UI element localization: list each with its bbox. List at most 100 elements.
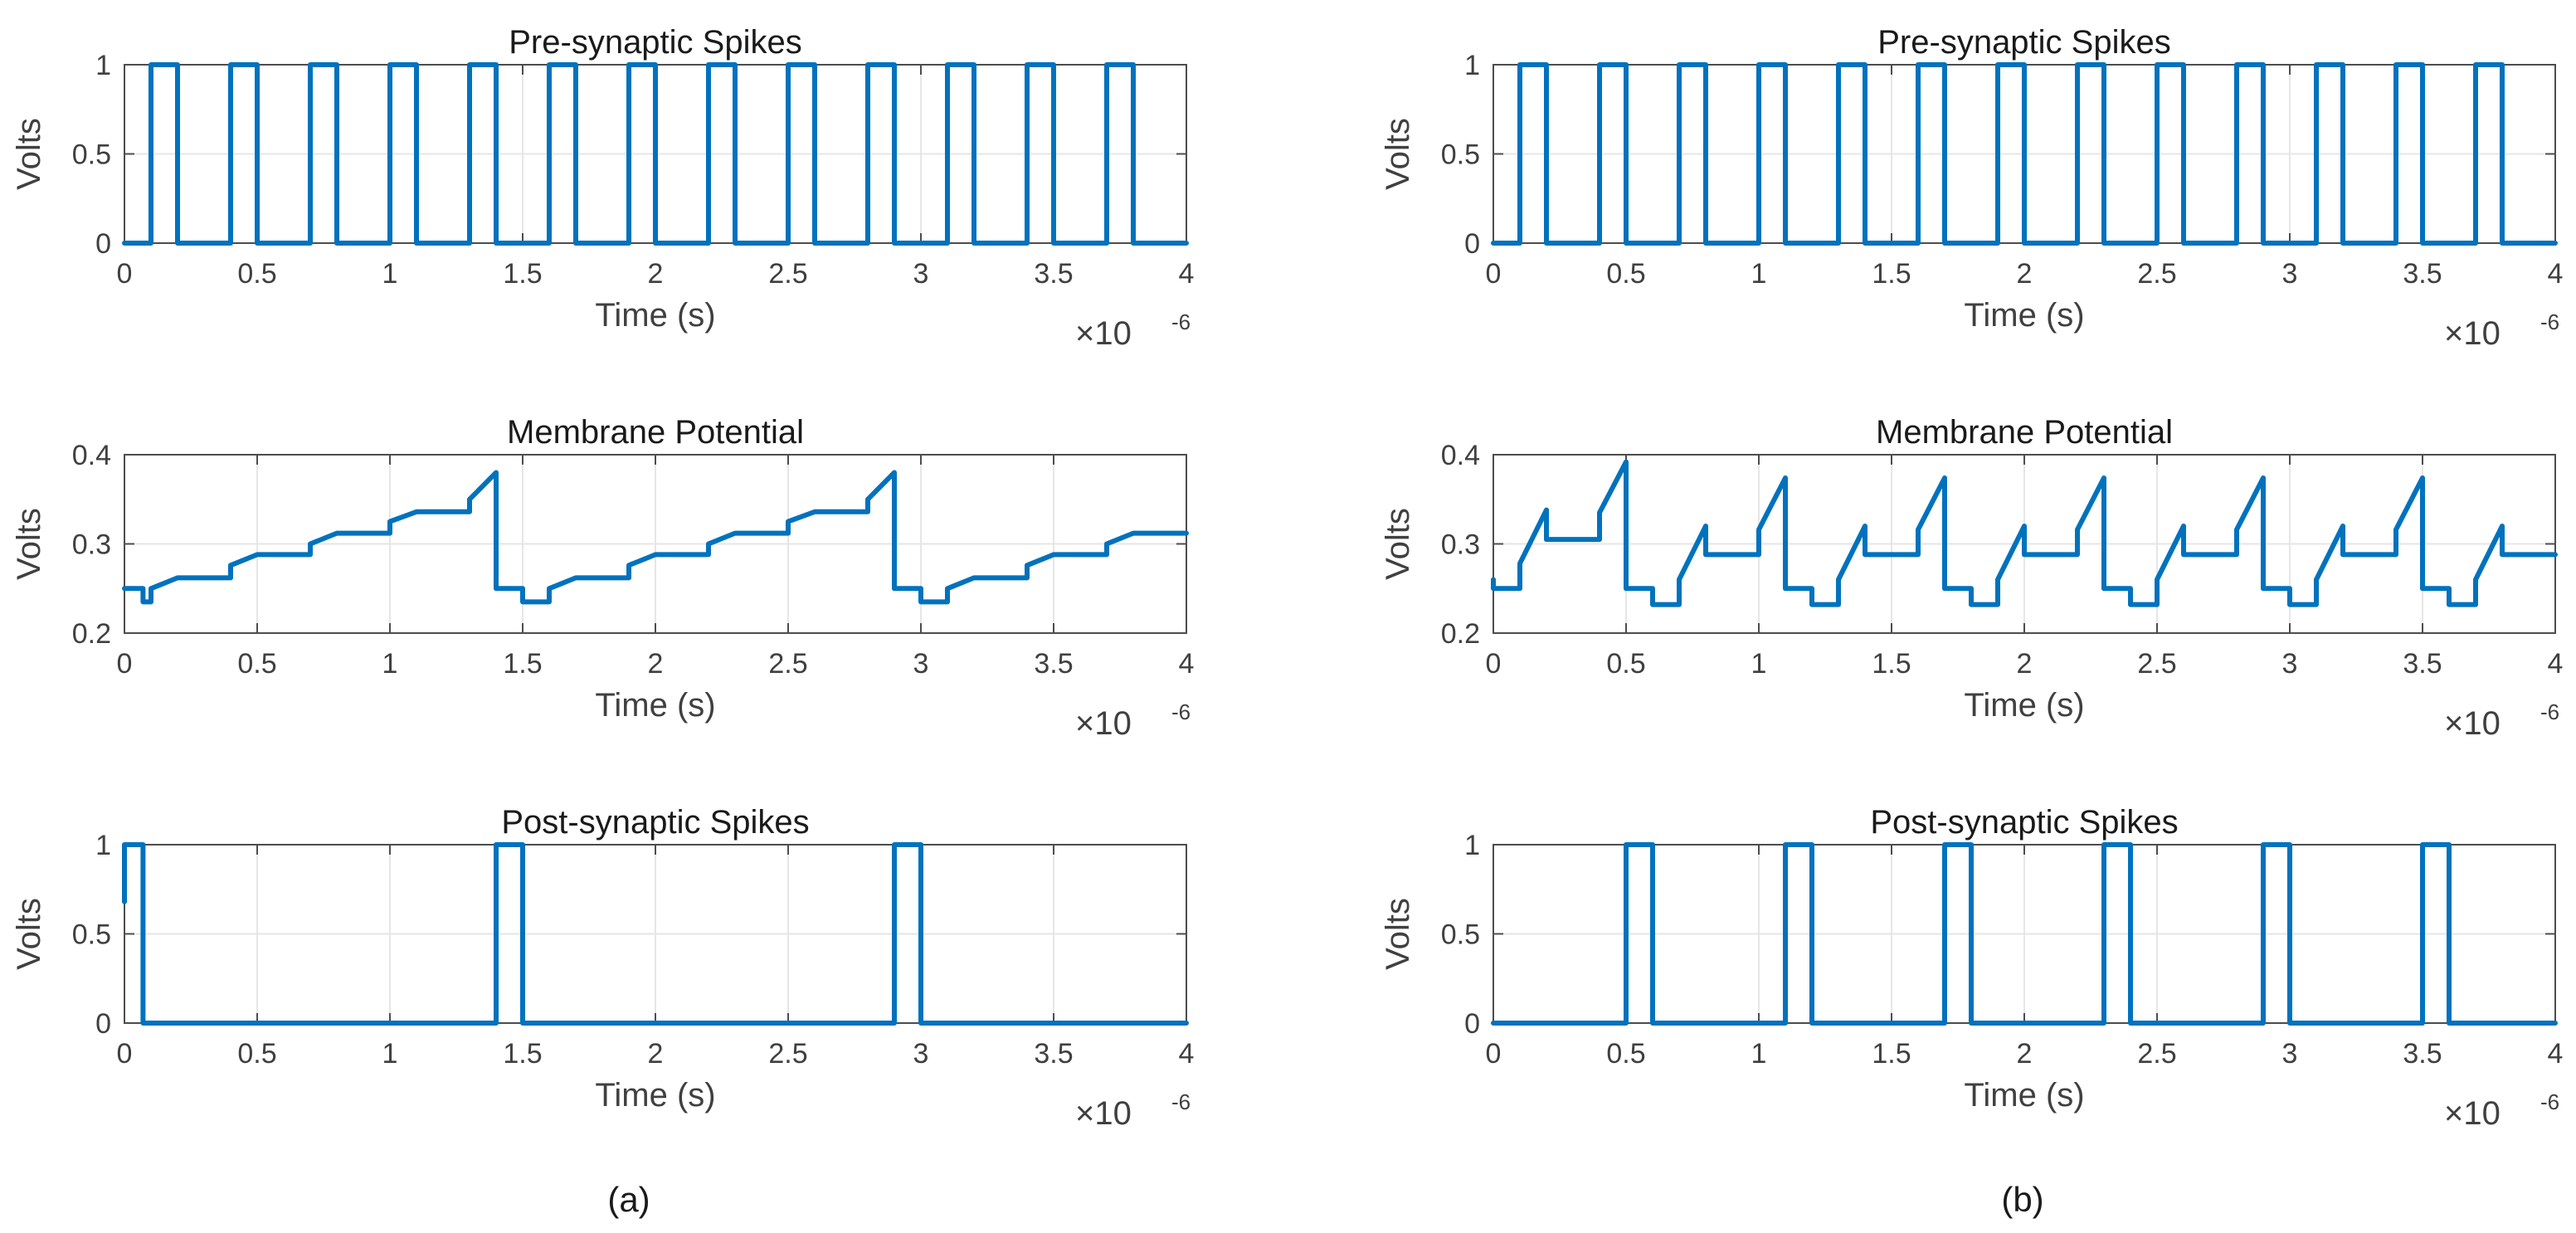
series-line-1: [1491, 459, 2558, 607]
x-tick-label: 4: [1179, 648, 1195, 680]
y-tick-label: 0.3: [72, 529, 111, 561]
y-tick-label: 1: [95, 50, 111, 81]
x-tick-label: 0: [117, 1038, 133, 1070]
series-line-1: [1491, 62, 2558, 246]
y-tick-label: 0: [95, 1008, 111, 1040]
x-tick-label: 1: [382, 648, 398, 680]
y-tick-label: 0: [1464, 1008, 1480, 1040]
x-tick-label: 2.5: [2137, 648, 2176, 680]
series-line-1: [122, 62, 1189, 246]
chart-title: Membrane Potential: [1876, 414, 2173, 451]
x-tick-label: 3: [913, 1038, 929, 1070]
x-multiplier-exponent: -6: [2540, 699, 2559, 724]
x-multiplier-exponent: -6: [1171, 1089, 1191, 1114]
x-tick-label: 4: [2548, 258, 2564, 290]
x-tick-label: 0.5: [237, 258, 276, 290]
x-tick-label: 4: [2548, 1038, 2564, 1070]
x-tick-label: 2: [2017, 1038, 2033, 1070]
y-tick-label: 0.5: [1441, 919, 1480, 951]
x-axis-label: Time (s): [1964, 1077, 2084, 1114]
x-tick-label: 2.5: [768, 1038, 807, 1070]
x-axis-label: Time (s): [595, 297, 715, 334]
x-tick-label: 0: [117, 648, 133, 680]
x-tick-label: 4: [1179, 258, 1195, 290]
x-tick-label: 1.5: [503, 1038, 542, 1070]
caption-a: (a): [607, 1180, 650, 1219]
x-tick-label: 3.5: [2403, 648, 2442, 680]
x-tick-label: 3.5: [2403, 258, 2442, 290]
y-tick-label: 0.4: [1441, 440, 1480, 471]
x-tick-label: 1.5: [503, 648, 542, 680]
y-tick-label: 0.4: [72, 440, 111, 471]
series-line-1: [122, 842, 1189, 1026]
x-tick-label: 4: [2548, 648, 2564, 680]
x-tick-label: 1: [1751, 648, 1767, 680]
x-tick-label: 2: [648, 1038, 664, 1070]
x-tick-label: 0.5: [237, 1038, 276, 1070]
x-tick-label: 3.5: [1034, 1038, 1073, 1070]
x-tick-label: 1: [382, 258, 398, 290]
y-tick-label: 0: [1464, 228, 1480, 260]
x-tick-label: 1.5: [1872, 648, 1911, 680]
x-tick-label: 4: [1179, 1038, 1195, 1070]
x-multiplier: ×10: [2444, 315, 2501, 352]
x-tick-label: 3: [913, 258, 929, 290]
x-tick-label: 2.5: [2137, 258, 2176, 290]
x-axis-label: Time (s): [1964, 297, 2084, 334]
chart-title: Membrane Potential: [507, 414, 804, 451]
x-tick-label: 0.5: [1606, 648, 1645, 680]
x-tick-label: 1: [1751, 258, 1767, 290]
x-tick-label: 0: [1486, 1038, 1502, 1070]
y-axis-label: Volts: [11, 508, 47, 580]
x-tick-label: 3.5: [1034, 648, 1073, 680]
x-tick-label: 0.5: [1606, 1038, 1645, 1070]
x-tick-label: 1: [1751, 1038, 1767, 1070]
y-tick-label: 0.2: [1441, 618, 1480, 650]
chart-title: Post-synaptic Spikes: [501, 804, 809, 841]
x-tick-label: 3.5: [1034, 258, 1073, 290]
series-line-1: [122, 470, 1189, 605]
x-tick-label: 0: [1486, 648, 1502, 680]
y-axis-label: Volts: [1380, 118, 1416, 190]
x-axis-label: Time (s): [1964, 687, 2084, 724]
x-multiplier: ×10: [1075, 315, 1132, 352]
x-tick-label: 1: [382, 1038, 398, 1070]
x-tick-label: 2: [648, 258, 664, 290]
chart-title: Pre-synaptic Spikes: [1877, 24, 2170, 61]
x-multiplier: ×10: [2444, 705, 2501, 742]
y-tick-label: 0.5: [72, 139, 111, 171]
x-tick-label: 0: [117, 258, 133, 290]
x-axis-label: Time (s): [595, 1077, 715, 1114]
y-tick-label: 0.5: [1441, 139, 1480, 171]
x-tick-label: 1.5: [1872, 258, 1911, 290]
x-tick-label: 1.5: [1872, 1038, 1911, 1070]
y-axis-label: Volts: [1380, 898, 1416, 970]
x-tick-label: 0: [1486, 258, 1502, 290]
x-tick-label: 0.5: [1606, 258, 1645, 290]
series-line-1: [1491, 842, 2558, 1026]
y-axis-label: Volts: [11, 898, 47, 970]
x-multiplier: ×10: [1075, 705, 1132, 742]
panels: 0 0.5 1 1.5 2 2.5 3 3.5 4 0 0.5 1 Pre-synaptic Spike…: [11, 24, 2563, 1132]
x-tick-label: 3: [2282, 1038, 2298, 1070]
x-tick-label: 2.5: [768, 258, 807, 290]
y-tick-label: 0.3: [1441, 529, 1480, 561]
y-tick-label: 0.5: [72, 919, 111, 951]
x-tick-label: 2.5: [2137, 1038, 2176, 1070]
x-tick-label: 2: [648, 648, 664, 680]
chart-title: Pre-synaptic Spikes: [509, 24, 801, 61]
x-multiplier-exponent: -6: [2540, 309, 2559, 334]
y-tick-label: 1: [1464, 50, 1480, 81]
y-tick-label: 1: [1464, 830, 1480, 861]
y-tick-label: 0.2: [72, 618, 111, 650]
caption-b: (b): [2001, 1180, 2043, 1219]
x-multiplier-exponent: -6: [1171, 309, 1191, 334]
x-tick-label: 2: [2017, 648, 2033, 680]
